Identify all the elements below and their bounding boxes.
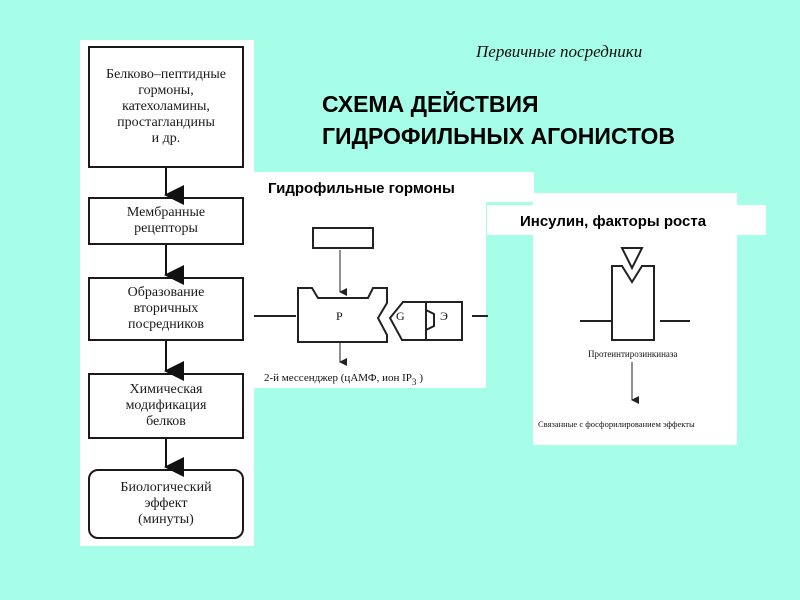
hydrophilic-mechanism [254, 227, 488, 366]
hydrophilic-panel [254, 172, 486, 388]
flow-step-receptors: Мембранные рецепторы [88, 197, 244, 245]
primary-messengers-label: Первичные посредники [476, 42, 643, 61]
flow-step-biological-effect: Биологический эффект (минуты) [88, 469, 244, 539]
tyrosine-kinase-receptor [611, 265, 655, 341]
effector-shape [425, 301, 463, 341]
second-messenger-text: 2-й мессенджер (цАМФ, ион IP [264, 372, 412, 384]
hydrophilic-caption-box [262, 172, 534, 202]
g-protein-label: G [396, 309, 405, 323]
phosphorylation-effects-label: Связанные с фосфорилированием эффекты [538, 419, 695, 429]
kinase-label: Протеинтирозинкиназа [588, 349, 677, 359]
insulin-mechanism [580, 247, 690, 404]
flow-step-protein-modification: Химическая модификация белков [88, 373, 244, 439]
second-messenger-close: ) [419, 372, 423, 384]
second-messenger-subscript: 3 [412, 377, 417, 387]
insulin-triangle [620, 247, 644, 271]
hydrophilic-caption: Гидрофильные гормоны [268, 180, 455, 197]
slide-title: СХЕМА ДЕЙСТВИЯ ГИДРОФИЛЬНЫХ АГОНИСТОВ [322, 91, 675, 149]
effector-label: Э [440, 309, 448, 323]
second-messenger-label: 2-й мессенджер (цАМФ, ион IP3) [264, 372, 423, 387]
insulin-caption-box [487, 205, 766, 235]
insulin-caption: Инсулин, факторы роста [520, 213, 707, 230]
flow-step-hormones: Белково–пептидные гормоны, катехоламины,… [88, 46, 244, 168]
receptor-shape [297, 287, 388, 343]
g-protein-shape [388, 301, 427, 341]
hormone-box [312, 227, 374, 249]
flow-step-second-messengers: Образование вторичных посредников [88, 277, 244, 341]
receptor-label: Р [336, 309, 343, 323]
